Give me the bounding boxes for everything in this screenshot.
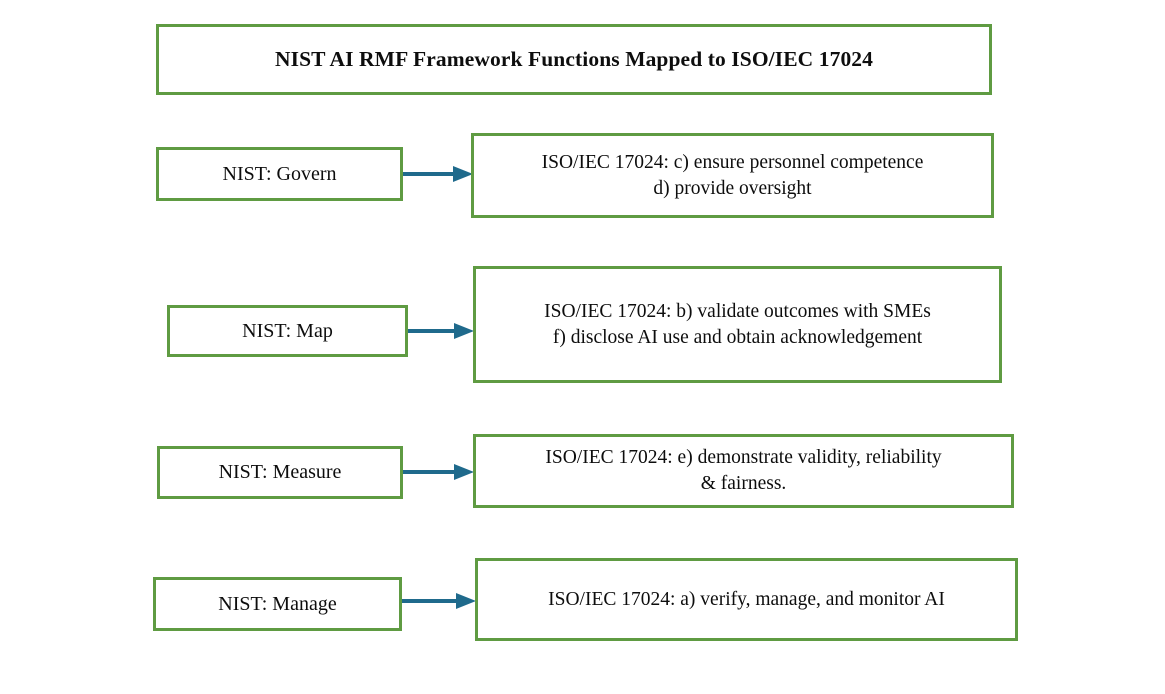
diagram-title-box: NIST AI RMF Framework Functions Mapped t… (156, 24, 992, 95)
iso-govern-label: ISO/IEC 17024: c) ensure personnel compe… (541, 151, 924, 199)
nist-measure-label: NIST: Measure (218, 461, 342, 484)
nist-manage-label: NIST: Manage (218, 592, 337, 615)
nist-manage-box[interactable]: NIST: Manage (153, 577, 402, 631)
iso-measure-box[interactable]: ISO/IEC 17024: e) demonstrate validity, … (473, 434, 1014, 508)
nist-map-label: NIST: Map (242, 319, 333, 342)
nist-govern-box[interactable]: NIST: Govern (156, 147, 403, 201)
diagram-title-text: NIST AI RMF Framework Functions Mapped t… (275, 47, 873, 72)
iso-manage-label: ISO/IEC 17024: a) verify, manage, and mo… (548, 588, 945, 610)
arrow-measure-to-iso-icon (403, 461, 474, 483)
arrow-govern-to-iso-icon (403, 163, 473, 185)
iso-map-label: ISO/IEC 17024: b) validate outcomes with… (544, 300, 931, 348)
iso-measure-label: ISO/IEC 17024: e) demonstrate validity, … (545, 447, 942, 494)
nist-measure-box[interactable]: NIST: Measure (157, 446, 403, 499)
iso-map-box[interactable]: ISO/IEC 17024: b) validate outcomes with… (473, 266, 1002, 383)
arrow-map-to-iso-icon (408, 320, 474, 342)
nist-map-box[interactable]: NIST: Map (167, 305, 408, 357)
nist-govern-label: NIST: Govern (222, 162, 337, 185)
arrow-manage-to-iso-icon (402, 590, 476, 612)
iso-manage-box[interactable]: ISO/IEC 17024: a) verify, manage, and mo… (475, 558, 1018, 641)
iso-govern-box[interactable]: ISO/IEC 17024: c) ensure personnel compe… (471, 133, 994, 218)
